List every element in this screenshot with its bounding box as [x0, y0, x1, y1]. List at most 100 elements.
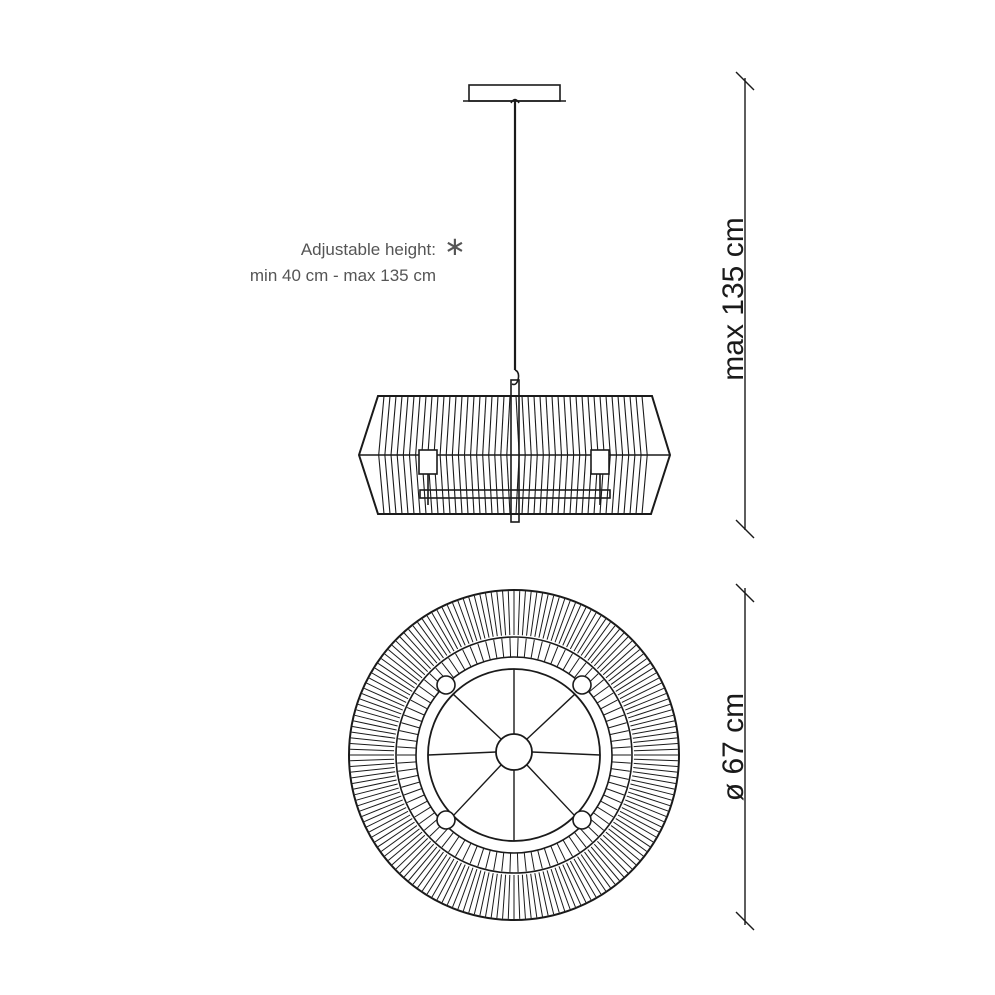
inner-rib — [573, 662, 587, 679]
outer-rib — [608, 653, 644, 682]
shade-rib-upper — [396, 395, 403, 456]
shade-rib-lower — [545, 454, 550, 515]
inner-rib — [592, 685, 609, 698]
outer-rib — [580, 618, 607, 656]
lamp-top-4 — [572, 810, 592, 830]
outer-rib — [617, 814, 657, 838]
outer-rib — [633, 762, 678, 767]
outer-rib — [426, 615, 451, 654]
shade-rib-lower — [575, 454, 581, 515]
outer-rib — [479, 872, 490, 916]
outer-rib — [605, 831, 640, 861]
shade-rib-upper — [557, 395, 563, 456]
shade-rib-lower — [463, 454, 469, 515]
outer-rib — [479, 594, 490, 638]
outer-rib — [421, 618, 448, 656]
middle-ring — [395, 636, 633, 874]
outer-rib — [610, 825, 647, 852]
frame-spoke — [526, 764, 576, 817]
inner-rib — [603, 706, 622, 716]
shade-rib-upper — [587, 395, 593, 456]
shade-rib-upper — [617, 395, 624, 456]
outer-rib — [441, 607, 462, 648]
height-tick-bottom — [735, 519, 755, 539]
outer-rib — [507, 874, 511, 919]
shade-rib-upper — [563, 395, 569, 456]
radial-ribs — [350, 591, 678, 919]
inner-rib — [596, 806, 614, 818]
inner-rib — [611, 746, 631, 749]
shade-rib-upper — [415, 395, 421, 456]
outer-rib — [359, 698, 402, 715]
inner-rib — [579, 827, 593, 843]
outer-rib — [485, 873, 494, 917]
inner-rib — [568, 657, 580, 675]
inner-rib — [609, 774, 629, 780]
outer-rib — [573, 858, 597, 898]
inner-rib — [448, 835, 460, 853]
shade-rib-lower — [384, 454, 391, 515]
lamp-socket-left — [418, 449, 438, 475]
inner-rib — [410, 800, 428, 811]
shade-rib-upper — [470, 395, 475, 456]
outer-rib — [391, 834, 426, 866]
shade-rib-lower — [563, 454, 569, 515]
shade-rib-upper — [408, 395, 415, 456]
shade-rib-lower — [581, 454, 587, 515]
outer-rib — [446, 604, 466, 646]
outer-rib — [538, 872, 549, 916]
height-tick-top — [735, 71, 755, 91]
outer-rib — [569, 609, 592, 650]
inner-rib — [523, 638, 527, 658]
inner-rib — [398, 738, 418, 742]
outer-rib — [554, 600, 571, 643]
lamp-top-1 — [436, 675, 456, 695]
inner-rib — [403, 714, 423, 722]
outer-rib — [368, 677, 409, 700]
shade-rib-lower — [451, 454, 457, 515]
outer-rib — [521, 874, 526, 919]
inner-frame-bar — [419, 489, 611, 499]
outer-rib — [566, 607, 587, 648]
shade-rib-lower — [415, 454, 421, 515]
lamp-top-3 — [436, 810, 456, 830]
outer-rib — [388, 831, 423, 861]
outer-rib — [619, 810, 660, 833]
dimension-lines — [735, 71, 755, 931]
shade-rib-lower — [551, 454, 556, 515]
shade-rib-upper — [402, 395, 409, 456]
inner-rib — [608, 722, 627, 729]
inner-rib — [605, 788, 625, 796]
inner-rib — [419, 812, 436, 825]
inner-rib — [485, 641, 491, 661]
outer-rib — [374, 667, 413, 692]
outer-rib — [550, 868, 566, 912]
outer-rib — [621, 807, 662, 828]
inner-rib — [493, 851, 498, 871]
outer-rib — [538, 594, 549, 638]
outer-rib — [530, 592, 538, 637]
outer-rib — [626, 698, 669, 715]
shade-rib-upper — [533, 395, 538, 456]
outer-rib — [573, 612, 597, 652]
shade-rib-upper — [433, 395, 439, 456]
inner-rib — [414, 692, 432, 704]
shade-rib-lower — [569, 454, 575, 515]
shade-rib-upper — [599, 395, 605, 456]
inner-rib — [573, 831, 587, 848]
inner-rib — [562, 653, 573, 671]
outer-rib — [630, 783, 674, 796]
outer-rib — [371, 814, 411, 838]
outer-rib — [446, 864, 466, 906]
outer-rib — [617, 672, 657, 696]
inner-rib — [588, 679, 604, 693]
outer-rib — [371, 672, 411, 696]
inner-rib — [596, 692, 614, 704]
outer-rib — [526, 591, 532, 636]
inner-rib — [611, 761, 631, 764]
outer-rib — [363, 687, 405, 707]
shade-rib-lower — [515, 454, 520, 515]
shade-rib-lower — [378, 454, 385, 515]
frame-spoke — [427, 751, 497, 756]
inner-rib — [477, 848, 485, 867]
